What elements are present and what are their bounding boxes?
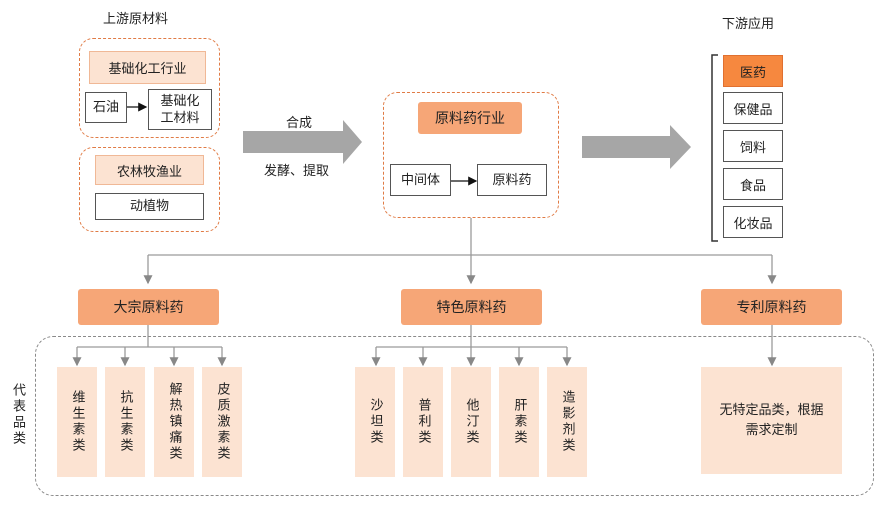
downstream-cosmetics: 化妆品 (723, 206, 783, 238)
bulk-item-label: 抗生素类 (117, 390, 133, 454)
chemical-material-box: 基础化 工材料 (148, 89, 212, 130)
api-box: 原料药 (477, 164, 547, 196)
agriculture-header: 农林牧渔业 (95, 155, 204, 185)
upstream-chemical-group (79, 38, 220, 138)
bulk-item-label: 解热镇痛类 (166, 382, 182, 462)
big-arrow-upstream-to-center (243, 120, 362, 164)
api-industry-group (383, 92, 559, 218)
petroleum-box: 石油 (85, 92, 127, 123)
bulk-vitamins: 维生素类 (57, 367, 97, 477)
chemical-industry-header: 基础化工行业 (89, 51, 206, 84)
patent-api-box: 专利原料药 (701, 289, 842, 325)
specialty-api-box: 特色原料药 (401, 289, 542, 325)
specialty-statins: 他汀类 (451, 367, 491, 477)
big-arrow-center-to-downstream (582, 125, 691, 169)
specialty-item-label: 沙坦类 (367, 398, 383, 446)
downstream-food: 食品 (723, 168, 783, 200)
downstream-medicine: 医药 (723, 55, 783, 87)
representative-group (35, 336, 874, 496)
bulk-corticosteroids: 皮质激素类 (202, 367, 242, 477)
process-synthesis-label: 合成 (286, 116, 313, 131)
bulk-antibiotics: 抗生素类 (105, 367, 145, 477)
patent-item-text: 无特定品类，根据 需求定制 (719, 402, 824, 438)
specialty-contrast-agents: 造影剂类 (547, 367, 587, 477)
downstream-title: 下游应用 (722, 17, 775, 32)
downstream-health-products: 保健品 (723, 92, 783, 124)
downstream-bracket (711, 54, 718, 242)
specialty-item-label: 肝素类 (511, 398, 527, 446)
bulk-item-label: 皮质激素类 (214, 382, 230, 462)
specialty-sartans: 沙坦类 (355, 367, 395, 477)
specialty-heparins: 肝素类 (499, 367, 539, 477)
process-fermentation-label: 发酵、提取 (264, 164, 330, 179)
downstream-feed: 饲料 (723, 130, 783, 162)
bulk-api-box: 大宗原料药 (78, 289, 219, 325)
specialty-item-label: 普利类 (415, 398, 431, 446)
bulk-item-label: 维生素类 (69, 390, 85, 454)
representative-label: 代表品类 (10, 383, 25, 447)
intermediate-box: 中间体 (390, 164, 451, 196)
patent-item-box: 无特定品类，根据 需求定制 (701, 367, 842, 474)
upstream-agriculture-group (79, 147, 220, 232)
upstream-title: 上游原材料 (103, 12, 169, 27)
plants-animals-box: 动植物 (95, 193, 204, 220)
specialty-prils: 普利类 (403, 367, 443, 477)
specialty-item-label: 他汀类 (463, 398, 479, 446)
specialty-item-label: 造影剂类 (559, 390, 575, 454)
bulk-analgesics: 解热镇痛类 (154, 367, 194, 477)
api-industry-header: 原料药行业 (418, 102, 522, 134)
